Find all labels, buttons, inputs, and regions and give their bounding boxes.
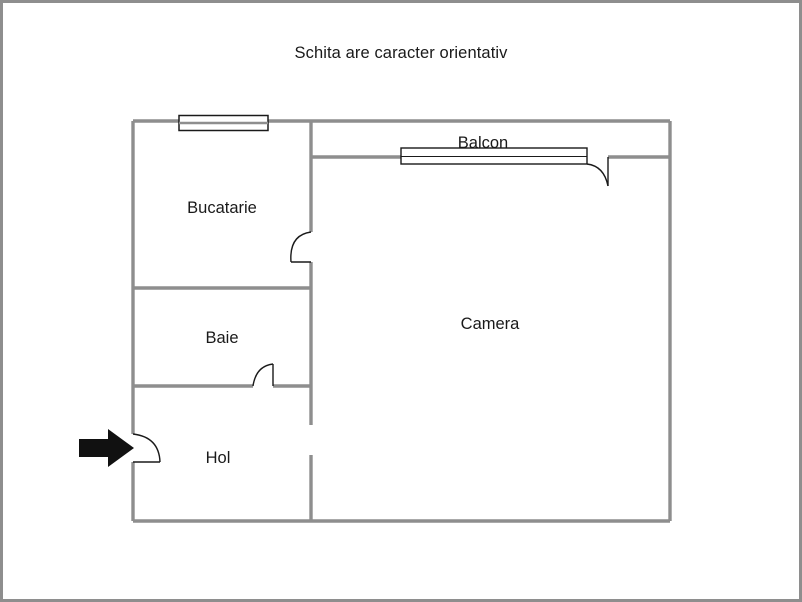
door-bucatarie [290,231,312,263]
room-label-hol: Hol [206,449,231,467]
room-label-camera: Camera [461,315,521,333]
door-balcon [586,157,609,187]
room-label-balcon: Balcon [458,134,508,152]
door-baie [252,363,274,387]
window-balcon [400,147,588,165]
room-label-bucatarie: Bucatarie [187,199,257,217]
entrance-direction-arrow [79,429,134,467]
page-title: Schita are caracter orientativ [294,44,508,62]
room-label-baie: Baie [205,329,238,347]
window-bucatarie [178,114,269,132]
door-entrance [132,433,161,463]
